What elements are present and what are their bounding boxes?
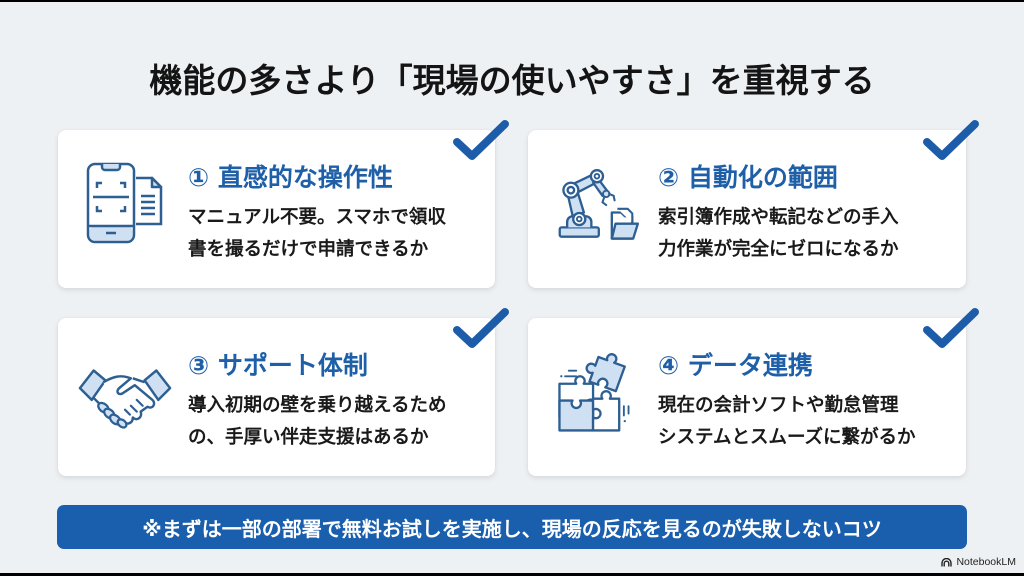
desc-line: マニュアル不要。スマホで領収 (188, 207, 446, 228)
card-description: 索引簿作成や転記などの手入 力作業が完全にゼロになるか (658, 202, 958, 266)
tip-banner: ※まずは一部の部署で無料お試しを実施し、現場の反応を見るのが失敗しないコツ (57, 505, 967, 549)
card-data-integration: ④ データ連携 現在の会計ソフトや勤怠管理 システムとスムーズに繋がるか (528, 318, 966, 476)
card-heading: ① 直感的な操作性 (188, 163, 393, 192)
notebooklm-watermark: NotebookLM (941, 554, 1016, 570)
card-support-system: ③ サポート体制 導入初期の壁を乗り越えるため の、手厚い伴走支援はあるか (58, 318, 495, 476)
card-automation-scope: ② 自動化の範囲 索引簿作成や転記などの手入 力作業が完全にゼロになるか (528, 130, 966, 288)
checkmark-icon (453, 308, 509, 348)
smartphone-scan-document-icon (86, 162, 163, 244)
card-description: 導入初期の壁を乗り越えるため の、手厚い伴走支援はあるか (188, 390, 488, 454)
card-heading: ② 自動化の範囲 (658, 163, 838, 192)
checkmark-icon (923, 120, 979, 160)
slide-title: 機能の多さより「現場の使いやすさ」を重視する (149, 61, 875, 100)
desc-line: 現在の会計ソフトや勤怠管理 (658, 395, 899, 416)
desc-line: 書を撮るだけで申請できるか (188, 239, 429, 260)
checkmark-icon (453, 120, 509, 160)
card-intuitive-operation: ① 直感的な操作性 マニュアル不要。スマホで領収 書を撮るだけで申請できるか (58, 130, 495, 288)
card-description: 現在の会計ソフトや勤怠管理 システムとスムーズに繋がるか (658, 390, 958, 454)
desc-line: 力作業が完全にゼロになるか (658, 239, 899, 260)
desc-line: システムとスムーズに繋がるか (658, 427, 916, 448)
brand-label: NotebookLM (956, 556, 1016, 568)
checkmark-icon (923, 308, 979, 348)
puzzle-pieces-icon (558, 353, 630, 432)
notebooklm-logo-icon (941, 557, 953, 566)
robot-arm-folder-icon (558, 169, 640, 240)
desc-line: の、手厚い伴走支援はあるか (188, 427, 429, 448)
card-description: マニュアル不要。スマホで領収 書を撮るだけで申請できるか (188, 202, 488, 266)
card-heading: ③ サポート体制 (188, 351, 368, 380)
card-heading: ④ データ連携 (658, 351, 813, 380)
desc-line: 導入初期の壁を乗り越えるため (188, 395, 447, 416)
desc-line: 索引簿作成や転記などの手入 (658, 207, 899, 228)
handshake-icon (78, 369, 172, 429)
